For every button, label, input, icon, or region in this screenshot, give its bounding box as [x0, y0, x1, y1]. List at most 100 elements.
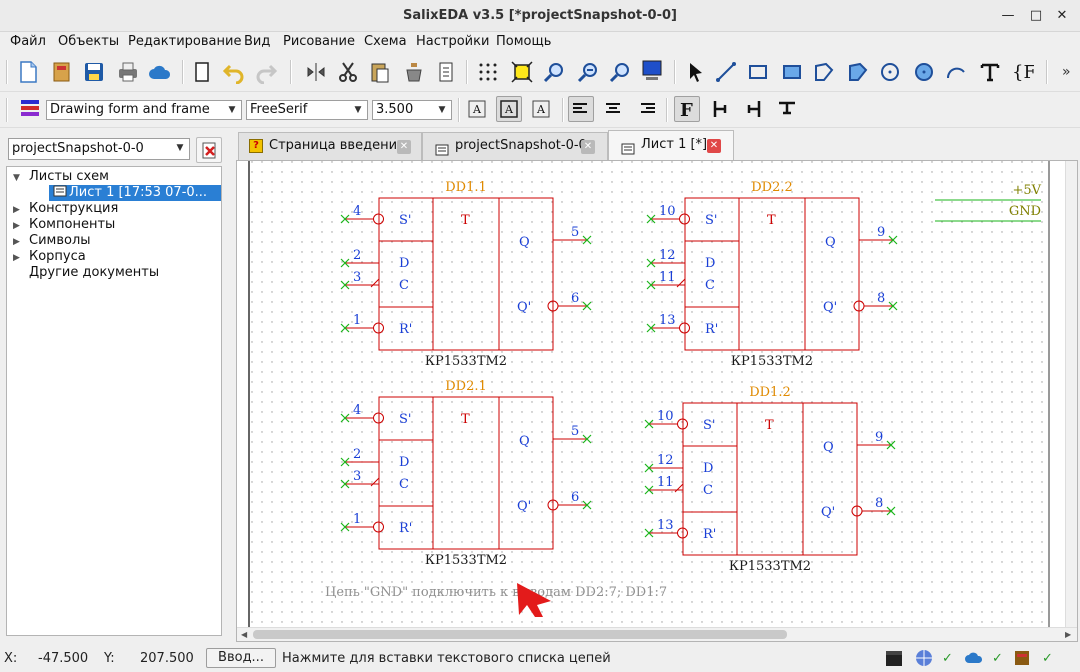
chip-body	[684, 197, 860, 351]
text-dir-left-button[interactable]	[740, 96, 766, 122]
tree-item-construction[interactable]: ▶Конструкция	[13, 201, 118, 217]
filled-circle-icon[interactable]	[912, 60, 936, 84]
tree-expand-icon[interactable]: ▶	[13, 205, 20, 215]
layer-color-icon[interactable]	[18, 97, 42, 121]
save-icon[interactable]	[82, 60, 106, 84]
project-select[interactable]: projectSnapshot-0-0▼	[8, 138, 190, 160]
paste-icon[interactable]	[368, 60, 392, 84]
tab-project[interactable]: projectSnapshot-0-0 ✕	[422, 132, 608, 160]
clear-icon[interactable]	[402, 60, 426, 84]
close-tab-icon[interactable]: ✕	[707, 139, 721, 153]
text-dir-right-button[interactable]	[708, 96, 734, 122]
line-icon[interactable]	[714, 60, 738, 84]
new-file-icon[interactable]	[16, 60, 40, 84]
wire-end-marker	[340, 258, 350, 268]
tree-item-sheet1[interactable]: Лист 1 [17:53 07-0...	[49, 185, 221, 201]
scrollbar-thumb[interactable]	[253, 630, 787, 639]
menu-help[interactable]: Помощь	[496, 34, 552, 49]
menu-settings[interactable]: Настройки	[416, 34, 490, 49]
text-icon[interactable]	[978, 60, 1002, 84]
tree-item-packages[interactable]: ▶Корпуса	[13, 249, 86, 265]
font-size-select[interactable]: 3.500▼	[372, 100, 452, 120]
tree-expand-icon[interactable]: ▶	[13, 237, 20, 247]
undo-icon[interactable]	[222, 60, 246, 84]
polygon-icon[interactable]	[846, 60, 870, 84]
tab-intro[interactable]: ? Страница введения ✕	[238, 132, 422, 160]
print-icon[interactable]	[116, 60, 140, 84]
status-bar: X: -47.500 Y: 207.500 Ввод... Нажмите дл…	[0, 644, 1080, 672]
zoom-in-icon[interactable]	[542, 60, 566, 84]
pin-number: 5	[571, 424, 579, 439]
text-bold-button[interactable]: F	[674, 96, 700, 122]
maximize-icon[interactable]: □	[1029, 8, 1043, 23]
zoom-area-icon[interactable]	[608, 60, 632, 84]
mirror-icon[interactable]	[304, 60, 328, 84]
vertical-scrollbar[interactable]	[1065, 161, 1077, 629]
minimize-icon[interactable]: —	[1001, 8, 1015, 23]
select-arrow-icon[interactable]	[684, 60, 708, 84]
align-center-button[interactable]	[600, 96, 626, 122]
cloud-icon[interactable]	[148, 60, 172, 84]
tab-sheet1[interactable]: Лист 1 [*] ✕	[608, 130, 734, 160]
zoom-fit-icon[interactable]	[510, 60, 534, 84]
close-tab-icon[interactable]: ✕	[581, 140, 595, 154]
zoom-out-icon[interactable]	[576, 60, 600, 84]
delete-project-button[interactable]	[196, 137, 222, 163]
scroll-left-icon[interactable]: ◀	[241, 630, 248, 639]
scroll-right-icon[interactable]: ▶	[1065, 630, 1072, 639]
layer-select[interactable]: Drawing form and frame▼	[46, 100, 242, 120]
tree-item-components[interactable]: ▶Компоненты	[13, 217, 115, 233]
enter-netlist-button[interactable]: Ввод...	[206, 648, 276, 668]
menu-edit[interactable]: Редактирование	[128, 34, 242, 49]
field-icon[interactable]: {F}	[1010, 60, 1034, 84]
tree-item-sheets[interactable]: ▼Листы схем	[13, 169, 109, 185]
cloud-status-icon[interactable]	[964, 648, 984, 668]
toolbar-overflow-icon[interactable]: »	[1062, 64, 1071, 80]
cut-icon[interactable]	[336, 60, 360, 84]
pin-function-label: Q'	[517, 499, 531, 514]
redo-icon[interactable]	[254, 60, 278, 84]
menu-objects[interactable]: Объекты	[58, 34, 120, 49]
tree-expand-icon[interactable]: ▼	[13, 173, 20, 183]
text-frame-fill-button[interactable]: A	[528, 96, 554, 122]
horizontal-scrollbar[interactable]: ◀ ▶	[237, 627, 1077, 641]
text-dir-up-button[interactable]	[774, 96, 800, 122]
close-window-icon[interactable]: ✕	[1056, 8, 1068, 23]
wire-end-marker	[340, 522, 350, 532]
tree-item-other-docs[interactable]: Другие документы	[29, 265, 159, 281]
tree-expand-icon[interactable]: ▶	[13, 253, 20, 263]
menu-draw[interactable]: Рисование	[283, 34, 355, 49]
open-project-icon[interactable]	[50, 60, 74, 84]
chip-ref-label: DD2.1	[445, 379, 487, 394]
font-select[interactable]: FreeSerif▼	[246, 100, 368, 120]
menu-schema[interactable]: Схема	[364, 34, 407, 49]
close-tab-icon[interactable]: ✕	[397, 140, 411, 154]
menu-view[interactable]: Вид	[244, 34, 271, 49]
filled-rectangle-icon[interactable]	[780, 60, 804, 84]
polyline-icon[interactable]	[812, 60, 836, 84]
text-frame-none-button[interactable]: A	[464, 96, 490, 122]
grid-icon[interactable]	[476, 60, 500, 84]
tree-expand-icon[interactable]: ▶	[13, 221, 20, 231]
text-list-icon[interactable]	[434, 60, 458, 84]
clapper-icon[interactable]	[884, 648, 904, 668]
globe-icon[interactable]	[914, 648, 934, 668]
menu-file[interactable]: Файл	[10, 34, 46, 49]
new-sheet-icon[interactable]	[190, 60, 214, 84]
rectangle-icon[interactable]	[746, 60, 770, 84]
arc-icon[interactable]	[944, 60, 968, 84]
library-icon[interactable]	[1012, 648, 1032, 668]
tree-item-symbols[interactable]: ▶Символы	[13, 233, 91, 249]
screen-icon[interactable]	[640, 58, 664, 82]
circle-icon[interactable]	[878, 60, 902, 84]
align-left-button[interactable]	[568, 96, 594, 122]
text-frame-border-button[interactable]: A	[496, 96, 522, 122]
pin-function-label: C	[703, 483, 713, 498]
align-right-button[interactable]	[634, 96, 660, 122]
